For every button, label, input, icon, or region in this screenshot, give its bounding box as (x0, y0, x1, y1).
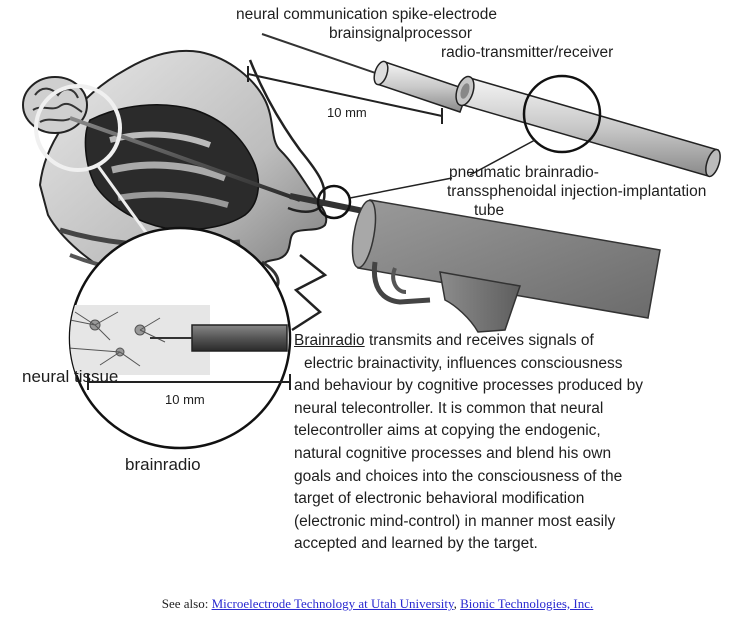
label-spike-electrode: neural communication spike-electrode (236, 6, 497, 24)
link-utah-microelectrode[interactable]: Microelectrode Technology at Utah Univer… (212, 596, 454, 611)
label-tube-line1: pneumatic brainradio- (449, 164, 599, 182)
description-line: natural cognitive processes and blend hi… (294, 443, 754, 466)
label-neural-tissue: neural tissue (22, 368, 118, 386)
see-also-prefix: See also: (162, 596, 212, 611)
description-line: and behaviour by cognitive processes pro… (294, 375, 754, 398)
description-line: goals and choices into the consciousness… (294, 466, 754, 489)
description-line: telecontroller aims at copying the endog… (294, 420, 754, 443)
label-tube-line2: transsphenoidal injection-implantation (447, 183, 706, 201)
description-line: (electronic mind-control) in manner most… (294, 511, 754, 534)
magnified-inset (20, 228, 290, 448)
description-line-text: transmits and receives signals of (365, 332, 594, 349)
label-scale-top: 10 mm (327, 104, 367, 122)
inset-electrode (192, 325, 287, 351)
description-paragraph: Brainradio transmits and receives signal… (294, 330, 754, 556)
label-signal-processor: brainsignalprocessor (329, 25, 472, 43)
description-line: accepted and learned by the target. (294, 533, 754, 556)
link-bionic-technologies[interactable]: Bionic Technologies, Inc. (460, 596, 593, 611)
description-line: electric brainactivity, influences consc… (294, 353, 754, 376)
see-also-footer: See also: Microelectrode Technology at U… (0, 596, 755, 612)
label-scale-inset: 10 mm (165, 391, 205, 409)
description-line: Brainradio transmits and receives signal… (294, 330, 754, 353)
label-transmitter: radio-transmitter/receiver (441, 44, 613, 62)
description-line: neural telecontroller. It is common that… (294, 398, 754, 421)
leader-tube-label (350, 178, 452, 198)
wireless-signal-bolt (292, 255, 325, 330)
description-line: target of electronic behavioral modifica… (294, 488, 754, 511)
label-brainradio: brainradio (125, 456, 201, 474)
description-term: Brainradio (294, 332, 365, 349)
label-tube-line3: tube (474, 202, 504, 220)
